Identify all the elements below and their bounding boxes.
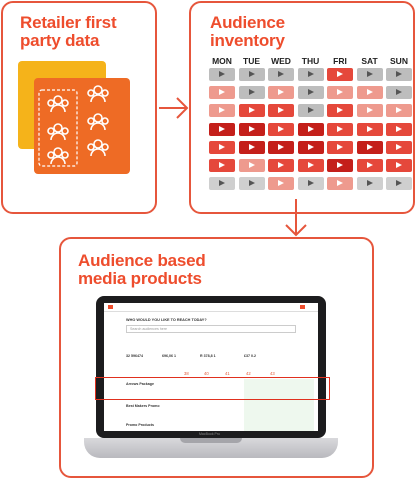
inventory-slot[interactable]	[297, 86, 324, 100]
audience-search-input[interactable]: Search audiences here	[126, 325, 296, 333]
inventory-slot[interactable]	[327, 68, 353, 81]
inventory-slot[interactable]	[209, 104, 235, 118]
stat-1: 32 596474	[126, 354, 143, 358]
column-41: 41	[225, 371, 230, 376]
inventory-slot[interactable]	[327, 159, 353, 172]
inventory-slot[interactable]	[209, 140, 235, 154]
inventory-slot[interactable]	[209, 159, 235, 172]
inventory-slot[interactable]	[386, 86, 412, 100]
inventory-slot[interactable]	[268, 177, 294, 191]
inventory-slot[interactable]	[297, 122, 324, 136]
inventory-slot[interactable]	[238, 159, 265, 172]
day-wed: WED	[271, 56, 291, 66]
inventory-slot[interactable]	[356, 68, 383, 81]
inventory-slot[interactable]	[356, 177, 383, 191]
inventory-slot[interactable]	[386, 140, 412, 154]
reach-question: WHO WOULD YOU LIKE TO REACH TODAY?	[126, 318, 207, 322]
inventory-slot[interactable]	[209, 177, 235, 191]
column-40: 40	[204, 371, 209, 376]
day-sat: SAT	[361, 56, 378, 66]
app-logo-right	[300, 305, 305, 309]
inventory-slot[interactable]	[327, 86, 353, 100]
inventory-slot[interactable]	[356, 140, 383, 154]
row-arrows-package[interactable]: Arrows Package	[126, 382, 154, 386]
availability-column	[244, 379, 314, 431]
inventory-slot[interactable]	[238, 104, 265, 118]
inventory-slot[interactable]	[268, 122, 294, 136]
inventory-slot[interactable]	[297, 177, 324, 191]
inventory-slot[interactable]	[327, 140, 353, 154]
audience-inventory-title: Audience inventory	[210, 13, 285, 50]
laptop-base	[84, 438, 338, 458]
inventory-slot[interactable]	[268, 86, 294, 100]
day-tue: TUE	[243, 56, 260, 66]
laptop-notch	[180, 438, 242, 443]
column-43: 43	[270, 371, 275, 376]
day-thu: THU	[301, 56, 320, 66]
row-best-makers-promo[interactable]: Best Makers Promo	[126, 404, 160, 408]
inventory-slot[interactable]	[297, 104, 324, 118]
inventory-slot[interactable]	[356, 122, 383, 136]
inventory-slot[interactable]	[327, 177, 353, 191]
inventory-slot[interactable]	[268, 140, 294, 154]
stat-3: R 378,8 1	[200, 354, 216, 358]
inventory-slot[interactable]	[268, 68, 294, 81]
inventory-slot[interactable]	[297, 159, 324, 172]
stat-4: £37 0.2	[244, 354, 256, 358]
inventory-slot[interactable]	[386, 177, 412, 191]
laptop-screen: WHO WOULD YOU LIKE TO REACH TODAY? Searc…	[104, 303, 318, 431]
inventory-slot[interactable]	[209, 122, 235, 136]
day-mon: MON	[212, 56, 232, 66]
inventory-slot[interactable]	[327, 104, 353, 118]
retailer-first-party-title: Retailer first party data	[20, 13, 117, 50]
inventory-slot[interactable]	[386, 122, 412, 136]
day-fri: FRI	[333, 56, 347, 66]
inventory-slot[interactable]	[238, 140, 265, 154]
inventory-slot[interactable]	[268, 159, 294, 172]
data-card-front	[34, 78, 130, 174]
inventory-slot[interactable]	[238, 86, 265, 100]
audience-media-products-title: Audience based media products	[78, 251, 206, 288]
inventory-slot[interactable]	[268, 104, 294, 118]
app-logo	[108, 305, 113, 309]
inventory-slot[interactable]	[356, 159, 383, 172]
stat-2: 696,06 1	[162, 354, 176, 358]
column-38: 38	[184, 371, 189, 376]
column-42: 42	[246, 371, 251, 376]
inventory-slot[interactable]	[386, 159, 412, 172]
highlighted-row-outline	[95, 377, 330, 400]
inventory-slot[interactable]	[209, 68, 235, 81]
inventory-slot[interactable]	[238, 68, 265, 81]
inventory-slot[interactable]	[386, 68, 412, 81]
arrow-right-icon	[159, 97, 189, 119]
app-top-bar	[104, 303, 318, 312]
inventory-slot[interactable]	[297, 140, 324, 154]
inventory-slot[interactable]	[327, 122, 353, 136]
inventory-slot[interactable]	[386, 104, 412, 118]
inventory-slot[interactable]	[356, 86, 383, 100]
arrow-down-icon	[285, 199, 307, 237]
row-promo-products[interactable]: Promo Products	[126, 423, 154, 427]
inventory-slot[interactable]	[297, 68, 324, 81]
inventory-slot[interactable]	[209, 86, 235, 100]
inventory-slot[interactable]	[238, 177, 265, 191]
audience-people-icon	[38, 85, 109, 167]
inventory-slot[interactable]	[238, 122, 265, 136]
inventory-slot[interactable]	[356, 104, 383, 118]
macbook-label: MacBook Pro	[199, 432, 221, 436]
day-sun: SUN	[390, 56, 408, 66]
